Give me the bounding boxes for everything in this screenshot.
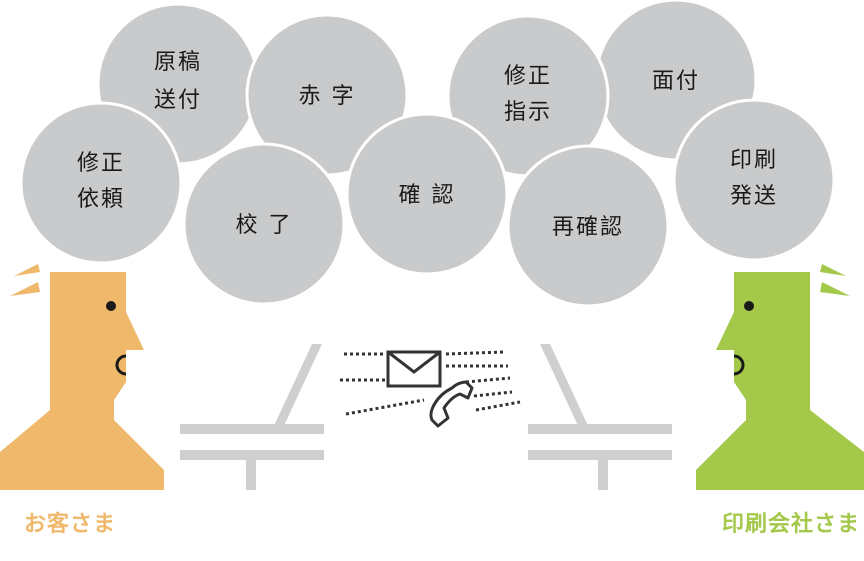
customer-label: お客さま (24, 512, 117, 537)
customer-figure (0, 264, 164, 490)
sweat-drops-icon (820, 264, 850, 296)
bubble-line: 指示 (504, 100, 552, 125)
bubble-line: 印刷 (730, 148, 778, 173)
bubble-line: 赤 字 (299, 84, 356, 109)
printer-figure (696, 264, 864, 490)
speed-lines (340, 350, 521, 416)
sweat-drops-icon (10, 264, 40, 296)
bubble-line: 面付 (652, 69, 700, 94)
bubble-saikakunin: 再確認 (506, 144, 670, 308)
bubble-line: 再確認 (552, 215, 624, 240)
laptop-icon (528, 344, 672, 490)
printer-eye (744, 301, 754, 311)
bubble-shusei-shiji: 修正 指示 (446, 14, 610, 178)
printer-label: 印刷会社さま (721, 512, 860, 537)
bubble-line: 確 認 (399, 183, 456, 208)
customer-mouth (115, 354, 127, 376)
bubble-kakunin: 確 認 (345, 112, 509, 276)
telephone-icon (429, 380, 474, 428)
bubble-line: 修正 (77, 151, 125, 176)
envelope-icon (386, 350, 442, 388)
bubble-kouryou: 校 了 (182, 142, 346, 306)
printer-mouth (733, 354, 745, 376)
bubble-akaji: 赤 字 (245, 13, 409, 177)
customer-eye (106, 301, 116, 311)
bubble-line: 校 了 (236, 213, 293, 238)
bubble-shusei-irai: 修正 依頼 (19, 101, 183, 265)
bubble-line: 発送 (730, 184, 778, 209)
bubble-cluster: 原稿 送付 赤 字 面付 修正 指示 修正 依頼 印刷 発送 確 認 (19, 0, 836, 308)
bubble-line: 修正 (504, 64, 552, 89)
bubble-line: 依頼 (77, 187, 125, 212)
laptop-icon (180, 344, 324, 490)
bubble-line: 送付 (154, 88, 202, 113)
printer-head-icon (696, 272, 864, 490)
bubble-insatsu-hassou: 印刷 発送 (672, 98, 836, 262)
bubble-line: 原稿 (154, 50, 202, 75)
customer-head-icon (0, 272, 164, 490)
